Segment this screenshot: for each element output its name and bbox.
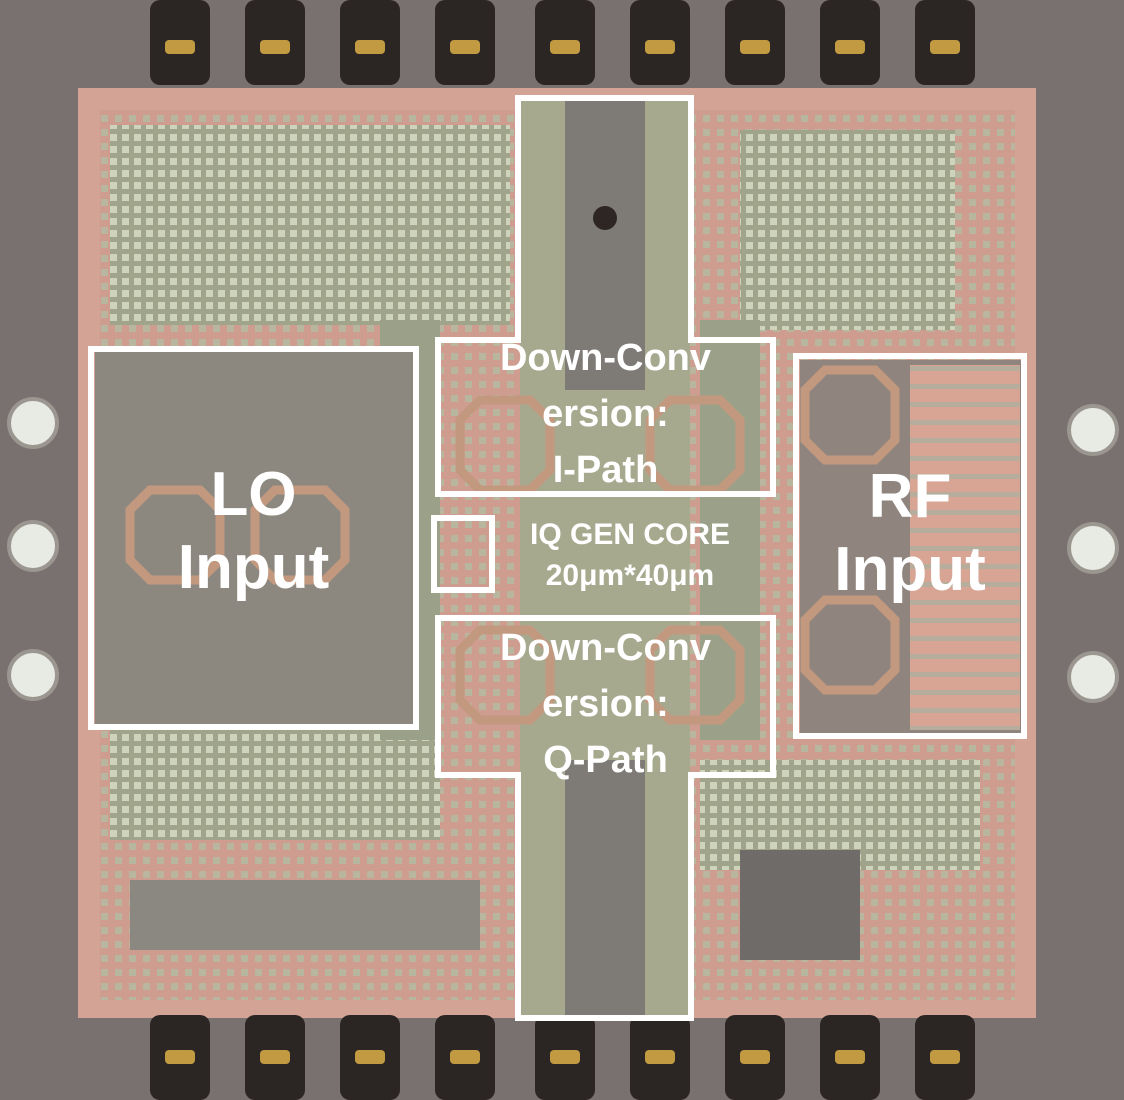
q-path-label: Down-Conv ersion: Q-Path bbox=[499, 627, 712, 782]
q-path-box bbox=[435, 615, 776, 1021]
probe-pad-icon bbox=[7, 397, 1119, 703]
rf-input-label: RF Input bbox=[834, 462, 986, 605]
inductor-coil-icon bbox=[125, 365, 900, 725]
rf-input-box bbox=[793, 353, 1027, 739]
iq-core-label: IQ GEN CORE 20μm*40μm bbox=[529, 518, 731, 592]
i-path-label: Down-Conv ersion: I-Path bbox=[499, 337, 712, 492]
lo-input-box bbox=[88, 346, 419, 730]
iq-core-box bbox=[431, 515, 495, 593]
i-path-box bbox=[435, 95, 776, 497]
bond-pad-icon bbox=[150, 0, 975, 1100]
lo-input-label: LO Input bbox=[177, 460, 330, 603]
